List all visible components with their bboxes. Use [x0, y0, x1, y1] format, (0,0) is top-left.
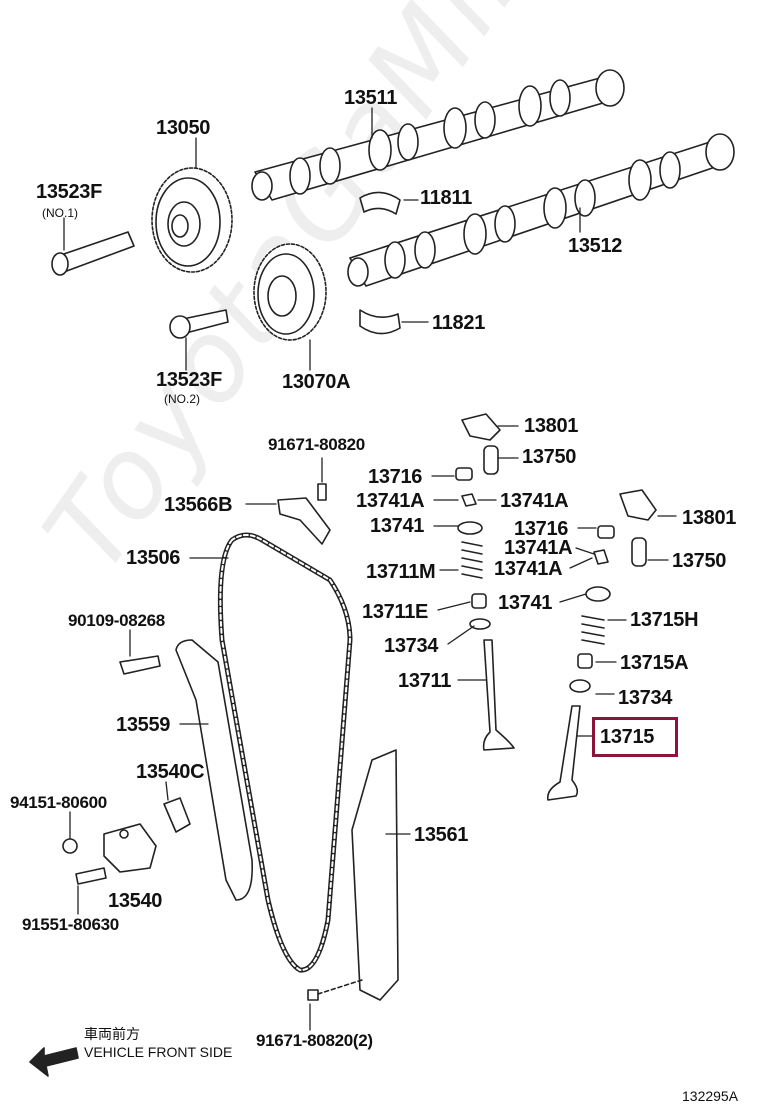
label-13715: 13715	[600, 726, 655, 748]
tensioner-13540	[103, 823, 157, 873]
valve-13711	[482, 639, 515, 751]
label-13523F-no1: 13523F	[36, 181, 103, 203]
spring-seat-13734-upper	[469, 618, 491, 630]
label-13561: 13561	[414, 824, 469, 846]
stem-seal-13711E	[471, 593, 487, 609]
valve-spring-13715H	[581, 615, 605, 645]
bolt-91551-80630	[75, 867, 107, 885]
label-13559: 13559	[116, 714, 171, 736]
label-13715H: 13715H	[630, 609, 699, 631]
label-13801-lower: 13801	[682, 507, 737, 529]
label-13741-lower: 13741	[498, 592, 553, 614]
rocker-arm-13801-upper	[461, 413, 501, 441]
rocker-arm-13801-lower	[619, 489, 657, 521]
label-13715A: 13715A	[620, 652, 689, 674]
label-13741A-1: 13741A	[356, 490, 425, 512]
label-13741A-4: 13741A	[494, 558, 563, 580]
label-13523F-no1-note: (NO.1)	[42, 206, 78, 220]
bolt-90109-08268	[119, 655, 161, 675]
leader-lines	[63, 107, 677, 1031]
label-13711: 13711	[398, 670, 452, 692]
label-13540C: 13540C	[136, 761, 205, 783]
diagram-code: 132295A	[682, 1088, 739, 1104]
highlight-box-13715	[592, 717, 678, 757]
label-13523F-no2: 13523F	[156, 369, 223, 391]
bolt-91671-80820	[317, 483, 327, 501]
camshaft-13511	[251, 69, 625, 201]
chain-damper-13566B	[277, 497, 331, 545]
label-13750-upper: 13750	[522, 446, 577, 468]
label-13506: 13506	[126, 547, 181, 569]
label-13716-lower: 13716	[514, 518, 569, 540]
bolt-13523F-no2	[169, 309, 229, 339]
bolt-13523F-no1	[51, 231, 135, 276]
arrow-left-icon	[29, 1047, 79, 1077]
shim-13716-lower	[597, 525, 615, 539]
nut-94151-80600	[62, 838, 78, 854]
label-91671-80820-2: 91671-80820(2)	[256, 1031, 373, 1050]
camshaft-13512	[347, 133, 735, 287]
label-13734-upper: 13734	[384, 635, 439, 657]
sprocket-13050	[151, 167, 233, 273]
label-13741A-2: 13741A	[500, 490, 569, 512]
label-91671-80820: 91671-80820	[268, 435, 365, 454]
valve-13715	[546, 705, 581, 801]
label-13711E: 13711E	[362, 601, 429, 623]
vehicle-front-label: VEHICLE FRONT SIDE	[84, 1044, 233, 1060]
label-94151-80600: 94151-80600	[10, 793, 107, 812]
sprocket-13070A	[253, 243, 327, 341]
label-13750-lower: 13750	[672, 550, 727, 572]
spring-seat-13734-lower	[569, 679, 591, 693]
label-13540: 13540	[108, 890, 163, 912]
shim-13716-upper	[455, 467, 473, 481]
valve-keeper-13741A-upper	[461, 493, 477, 507]
chain-guide-13561	[351, 749, 399, 1001]
label-13734-lower: 13734	[618, 687, 673, 709]
label-13511: 13511	[344, 87, 398, 109]
label-13512: 13512	[568, 235, 623, 257]
label-13801-upper: 13801	[524, 415, 579, 437]
timing-chain-13506	[217, 532, 353, 973]
tensioner-plunger-13540C	[163, 797, 191, 833]
bolt-91671-80820-lower	[307, 989, 319, 1001]
label-91551-80630: 91551-80630	[22, 915, 119, 934]
vehicle-front-label-jp: 車両前方	[84, 1026, 140, 1042]
label-13050: 13050	[156, 117, 211, 139]
lash-adjuster-13750-lower	[631, 537, 647, 567]
retainer-13741-lower	[585, 586, 611, 602]
valve-spring-13711M	[461, 541, 483, 579]
lash-adjuster-13750-upper	[483, 445, 499, 475]
bearing-11811	[359, 191, 401, 215]
stem-seal-13715A	[577, 653, 593, 669]
retainer-13741-upper	[457, 521, 483, 535]
chain-guide-13559	[175, 639, 253, 901]
label-13523F-no2-note: (NO.2)	[164, 392, 200, 406]
label-13741-upper: 13741	[370, 515, 425, 537]
label-11821: 11821	[432, 312, 486, 334]
label-13741A-3: 13741A	[504, 537, 573, 559]
label-90109-08268: 90109-08268	[68, 611, 165, 630]
label-11811: 11811	[420, 187, 472, 209]
label-13566B: 13566B	[164, 494, 233, 516]
valve-keeper-13741A-lower	[593, 549, 609, 565]
label-13070A: 13070A	[282, 371, 351, 393]
label-13716-upper: 13716	[368, 466, 423, 488]
bearing-11821	[359, 309, 401, 335]
label-13711M: 13711M	[366, 561, 436, 583]
